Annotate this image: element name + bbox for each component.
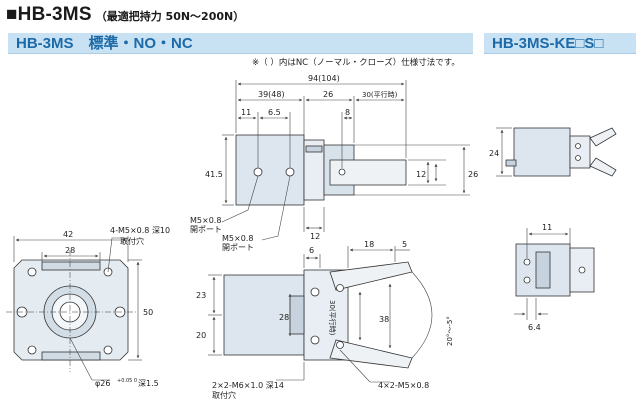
dim-front-inner: 28 [65, 246, 75, 255]
dim-top-39: 39(48) [258, 90, 285, 99]
dim-tap2-sub: 取付穴 [212, 390, 236, 400]
dim-top-65: 6.5 [268, 108, 281, 117]
dim-top-12b: 12 [310, 232, 320, 241]
ke-top-view [505, 127, 617, 177]
section-header-ke: HB-3MS-KE□S□ [484, 33, 636, 54]
front-dimensions [13, 236, 142, 381]
top-dimensions [221, 80, 470, 241]
grip-force-subtitle: （最適把持力 50N〜200N） [95, 10, 245, 23]
dim-side-5: 5 [402, 240, 407, 249]
dim-top-11: 11 [241, 108, 251, 117]
ke-sensor [505, 159, 517, 167]
ke-finger-lower [589, 157, 617, 177]
dim-side-6: 6 [309, 246, 314, 255]
ke-side-block [535, 251, 551, 289]
nc-spec-note: ※（ ）内はNC（ノーマル・クローズ）仕様寸法です。 [252, 58, 460, 68]
dim-top-total: 94(104) [308, 74, 340, 83]
dim-side-38: 38 [379, 315, 389, 324]
dim-front-width: 42 [63, 230, 73, 239]
dim-port2: M5×0.8 [222, 234, 253, 243]
top-dim-labels: 94(104) 39(48) 26 30(平行時) 11 6.5 8 41.5 … [190, 74, 478, 252]
ke-side-jaw [569, 247, 595, 293]
side-piston [289, 295, 305, 335]
dim-port2-sub: 開ポート [222, 243, 254, 252]
side-dim-labels: 6 18 5 23 20 28 30(平行時) 38 20°〜-5° 2×2-M… [196, 240, 454, 400]
side-view [223, 261, 413, 369]
ke-side-view [515, 243, 595, 297]
dim-side-30: 30(平行時) [328, 300, 337, 336]
dim-top-30: 30(平行時) [362, 90, 398, 99]
section-header-standard: HB-3MS 標準・NO・NC [8, 33, 473, 54]
front-dim-labels: 42 28 50 4-M5×0.8 深10 取付穴 φ26 +0.05 0 深1… [63, 226, 170, 388]
ke-finger-upper [589, 127, 617, 147]
dim-side-28: 28 [279, 313, 289, 322]
model-title: ■HB-3MS [6, 4, 92, 25]
front-bottom-flange [41, 351, 101, 361]
ke-dim-labels: 24 11 6.4 [489, 149, 552, 332]
top-hole-1 [253, 167, 263, 177]
ke-jaw-base [569, 135, 591, 169]
mount-hole-bl [27, 345, 37, 355]
top-hole-3 [338, 168, 346, 176]
front-top-flange [41, 261, 101, 271]
dim-top-8: 8 [345, 108, 350, 117]
dim-top-12a: 12 [416, 170, 426, 179]
dim-front-height: 50 [143, 308, 153, 317]
dim-ke-64: 6.4 [528, 323, 541, 332]
ke-side-dims [514, 228, 571, 320]
dim-side-angle: 20°〜-5° [446, 316, 454, 346]
side-dimensions [208, 246, 433, 383]
dim-top-415: 41.5 [205, 170, 223, 179]
ke-body [513, 127, 571, 177]
dim-port1: M5×0.8 [190, 216, 221, 225]
dim-side-20: 20 [196, 331, 206, 340]
mount-hole-tl [27, 267, 37, 277]
dim-top-26: 26 [323, 90, 333, 99]
dim-side-18: 18 [364, 240, 374, 249]
side-link-lower [336, 341, 344, 349]
front-view [6, 250, 136, 372]
side-pivot-upper [310, 287, 320, 297]
dim-port1-sub: 開ポート [190, 225, 222, 234]
dim-bore: φ26 [95, 379, 110, 388]
section-title-ke: HB-3MS-KE□S□ [492, 35, 604, 52]
dim-tap1-sub: 取付穴 [120, 236, 144, 246]
dim-tap1: 4-M5×0.8 深10 [110, 226, 170, 235]
dim-side-23: 23 [196, 291, 206, 300]
dim-ke-24: 24 [489, 149, 499, 158]
side-pivot-lower [310, 335, 320, 345]
page-title: ■HB-3MS（最適把持力 50N〜200N） [6, 4, 244, 26]
dim-tap2: 2×2-M6×1.0 深14 [212, 381, 284, 390]
ke-top-dims [496, 127, 512, 177]
top-hole-2 [285, 167, 295, 177]
top-view [235, 134, 407, 206]
top-clamp [305, 145, 323, 153]
side-angle-arc [411, 271, 433, 359]
dim-ke-11: 11 [542, 223, 552, 232]
dim-bore-tol: +0.05 0 [117, 378, 137, 384]
side-link-upper [336, 284, 344, 292]
mount-hole-br [103, 345, 113, 355]
section-title-standard: HB-3MS 標準・NO・NC [16, 35, 193, 52]
dim-tap3: 4×2-M5×0.8 [378, 381, 429, 390]
dim-top-26-right: 26 [468, 170, 478, 179]
dim-bore-depth: 深1.5 [138, 379, 159, 388]
